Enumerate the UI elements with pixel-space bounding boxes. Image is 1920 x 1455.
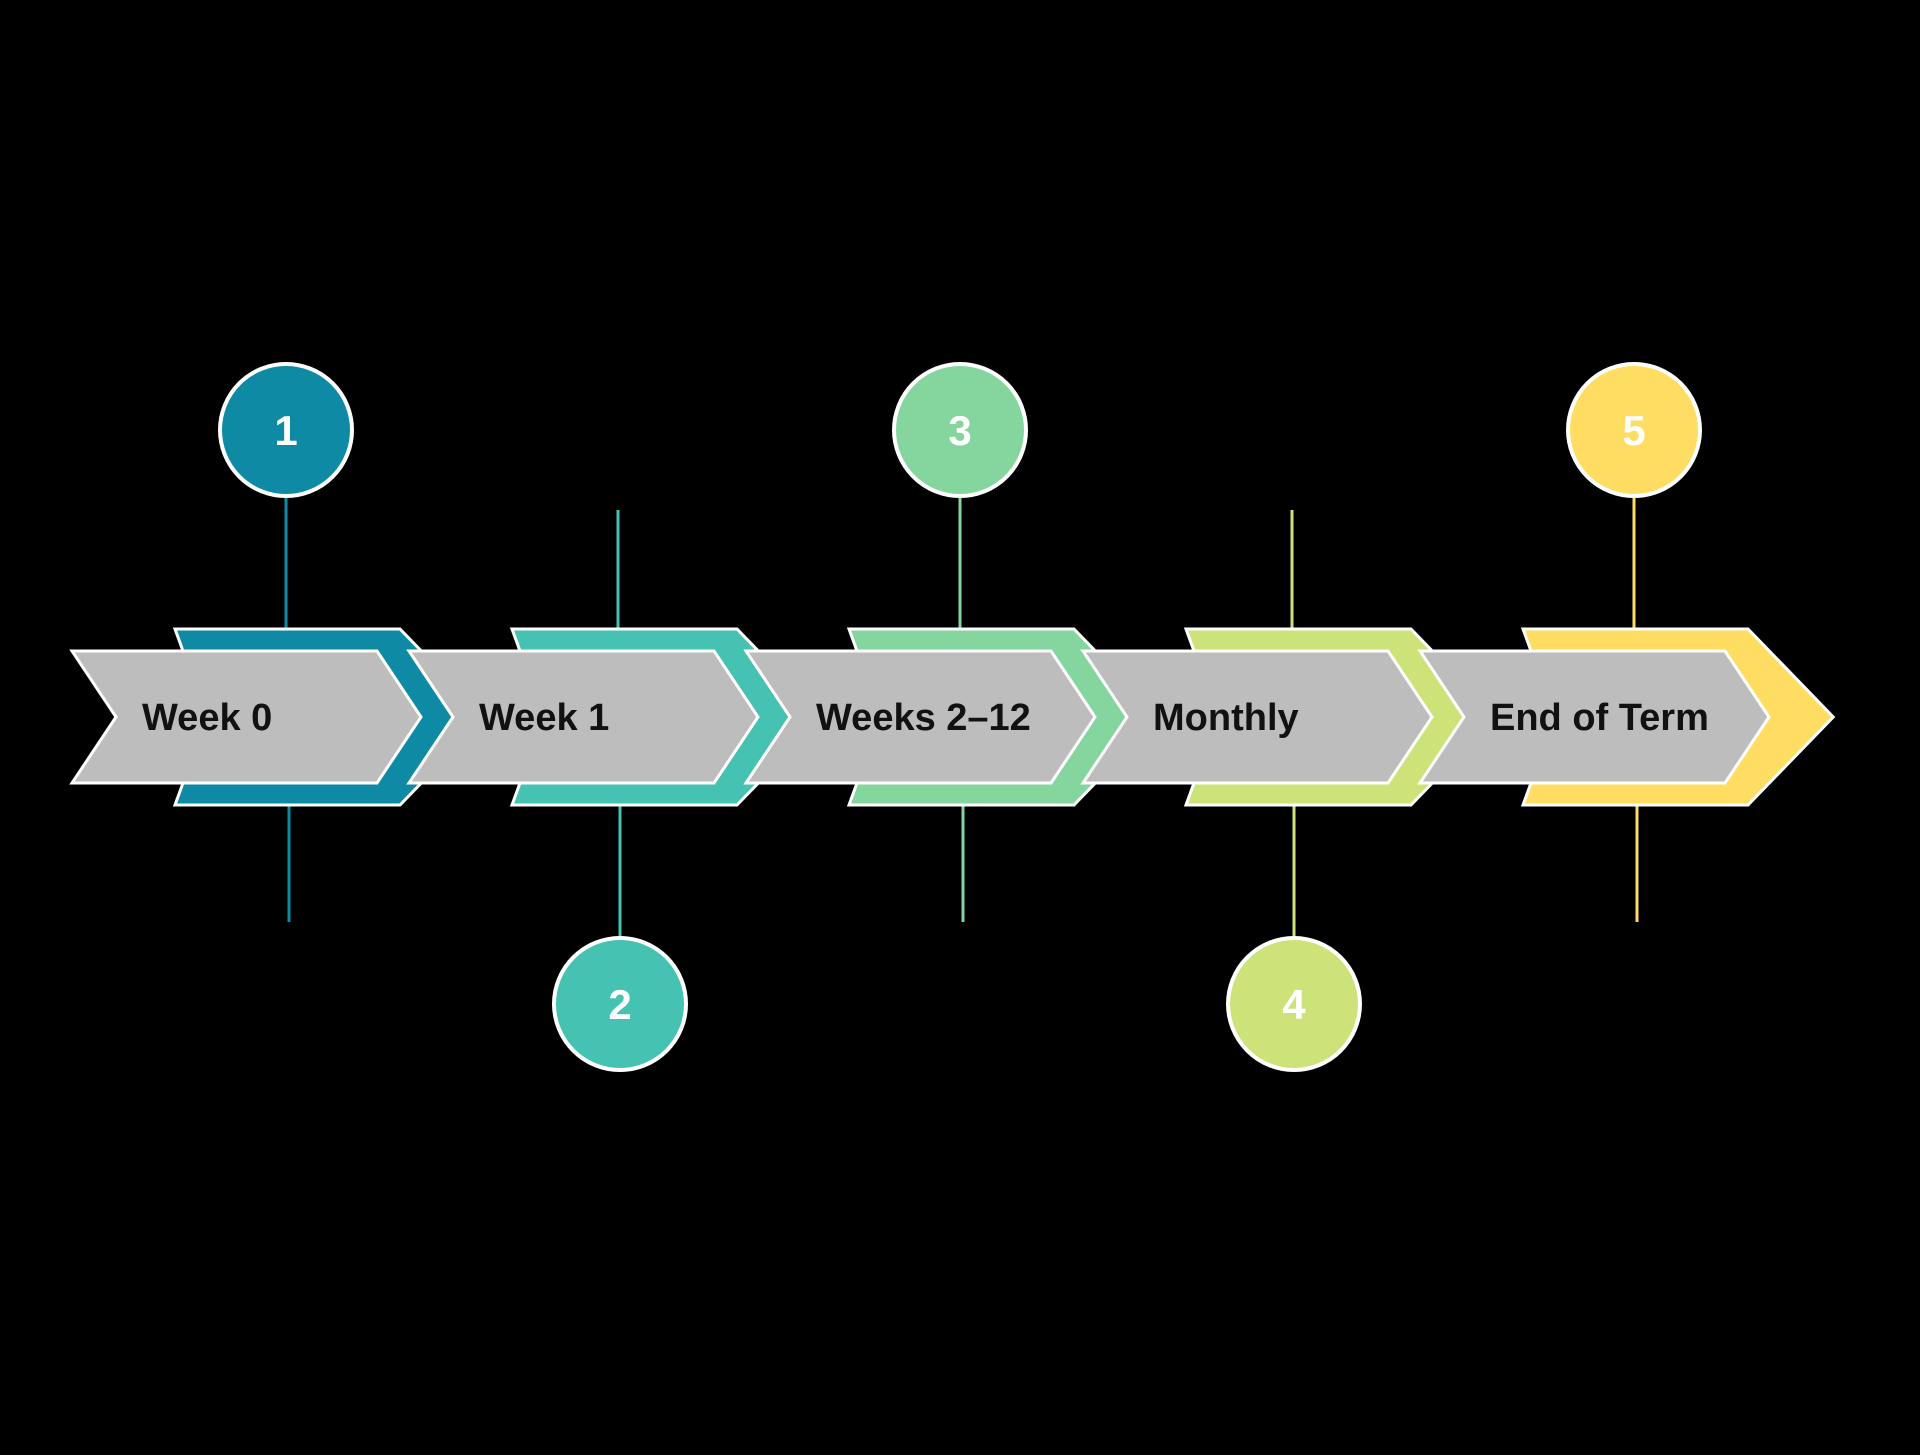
step-label-3: Weeks 2–12	[816, 697, 1031, 739]
step-number-3: 3	[948, 407, 971, 454]
step-label-5: End of Term	[1490, 697, 1709, 739]
step-label-2: Week 1	[479, 697, 609, 739]
step-circle-1	[218, 362, 354, 498]
step-number-2: 2	[608, 981, 631, 1028]
step-number-4: 4	[1282, 981, 1306, 1028]
chevron-step-4	[1080, 649, 1434, 785]
chevron-step-1	[69, 649, 423, 785]
step-circle-3	[892, 362, 1028, 498]
step-circle-5	[1566, 362, 1702, 498]
step-number-5: 5	[1622, 407, 1645, 454]
step-label-4: Monthly	[1153, 697, 1299, 739]
chevron-row: Week 0 Week 1 Weeks 2–12 Monthly End of Term	[69, 627, 1836, 807]
step-markers: 1 2 3 4 5	[218, 362, 1702, 1072]
step-circle-4	[1226, 936, 1362, 1072]
step-circle-2	[552, 936, 688, 1072]
chevron-step-3	[743, 649, 1097, 785]
step-number-1: 1	[274, 407, 297, 454]
connector-lines	[284, 496, 1639, 938]
chevron-step-5	[1417, 649, 1771, 785]
step-label-1: Week 0	[142, 697, 272, 739]
chevron-step-2	[406, 649, 760, 785]
